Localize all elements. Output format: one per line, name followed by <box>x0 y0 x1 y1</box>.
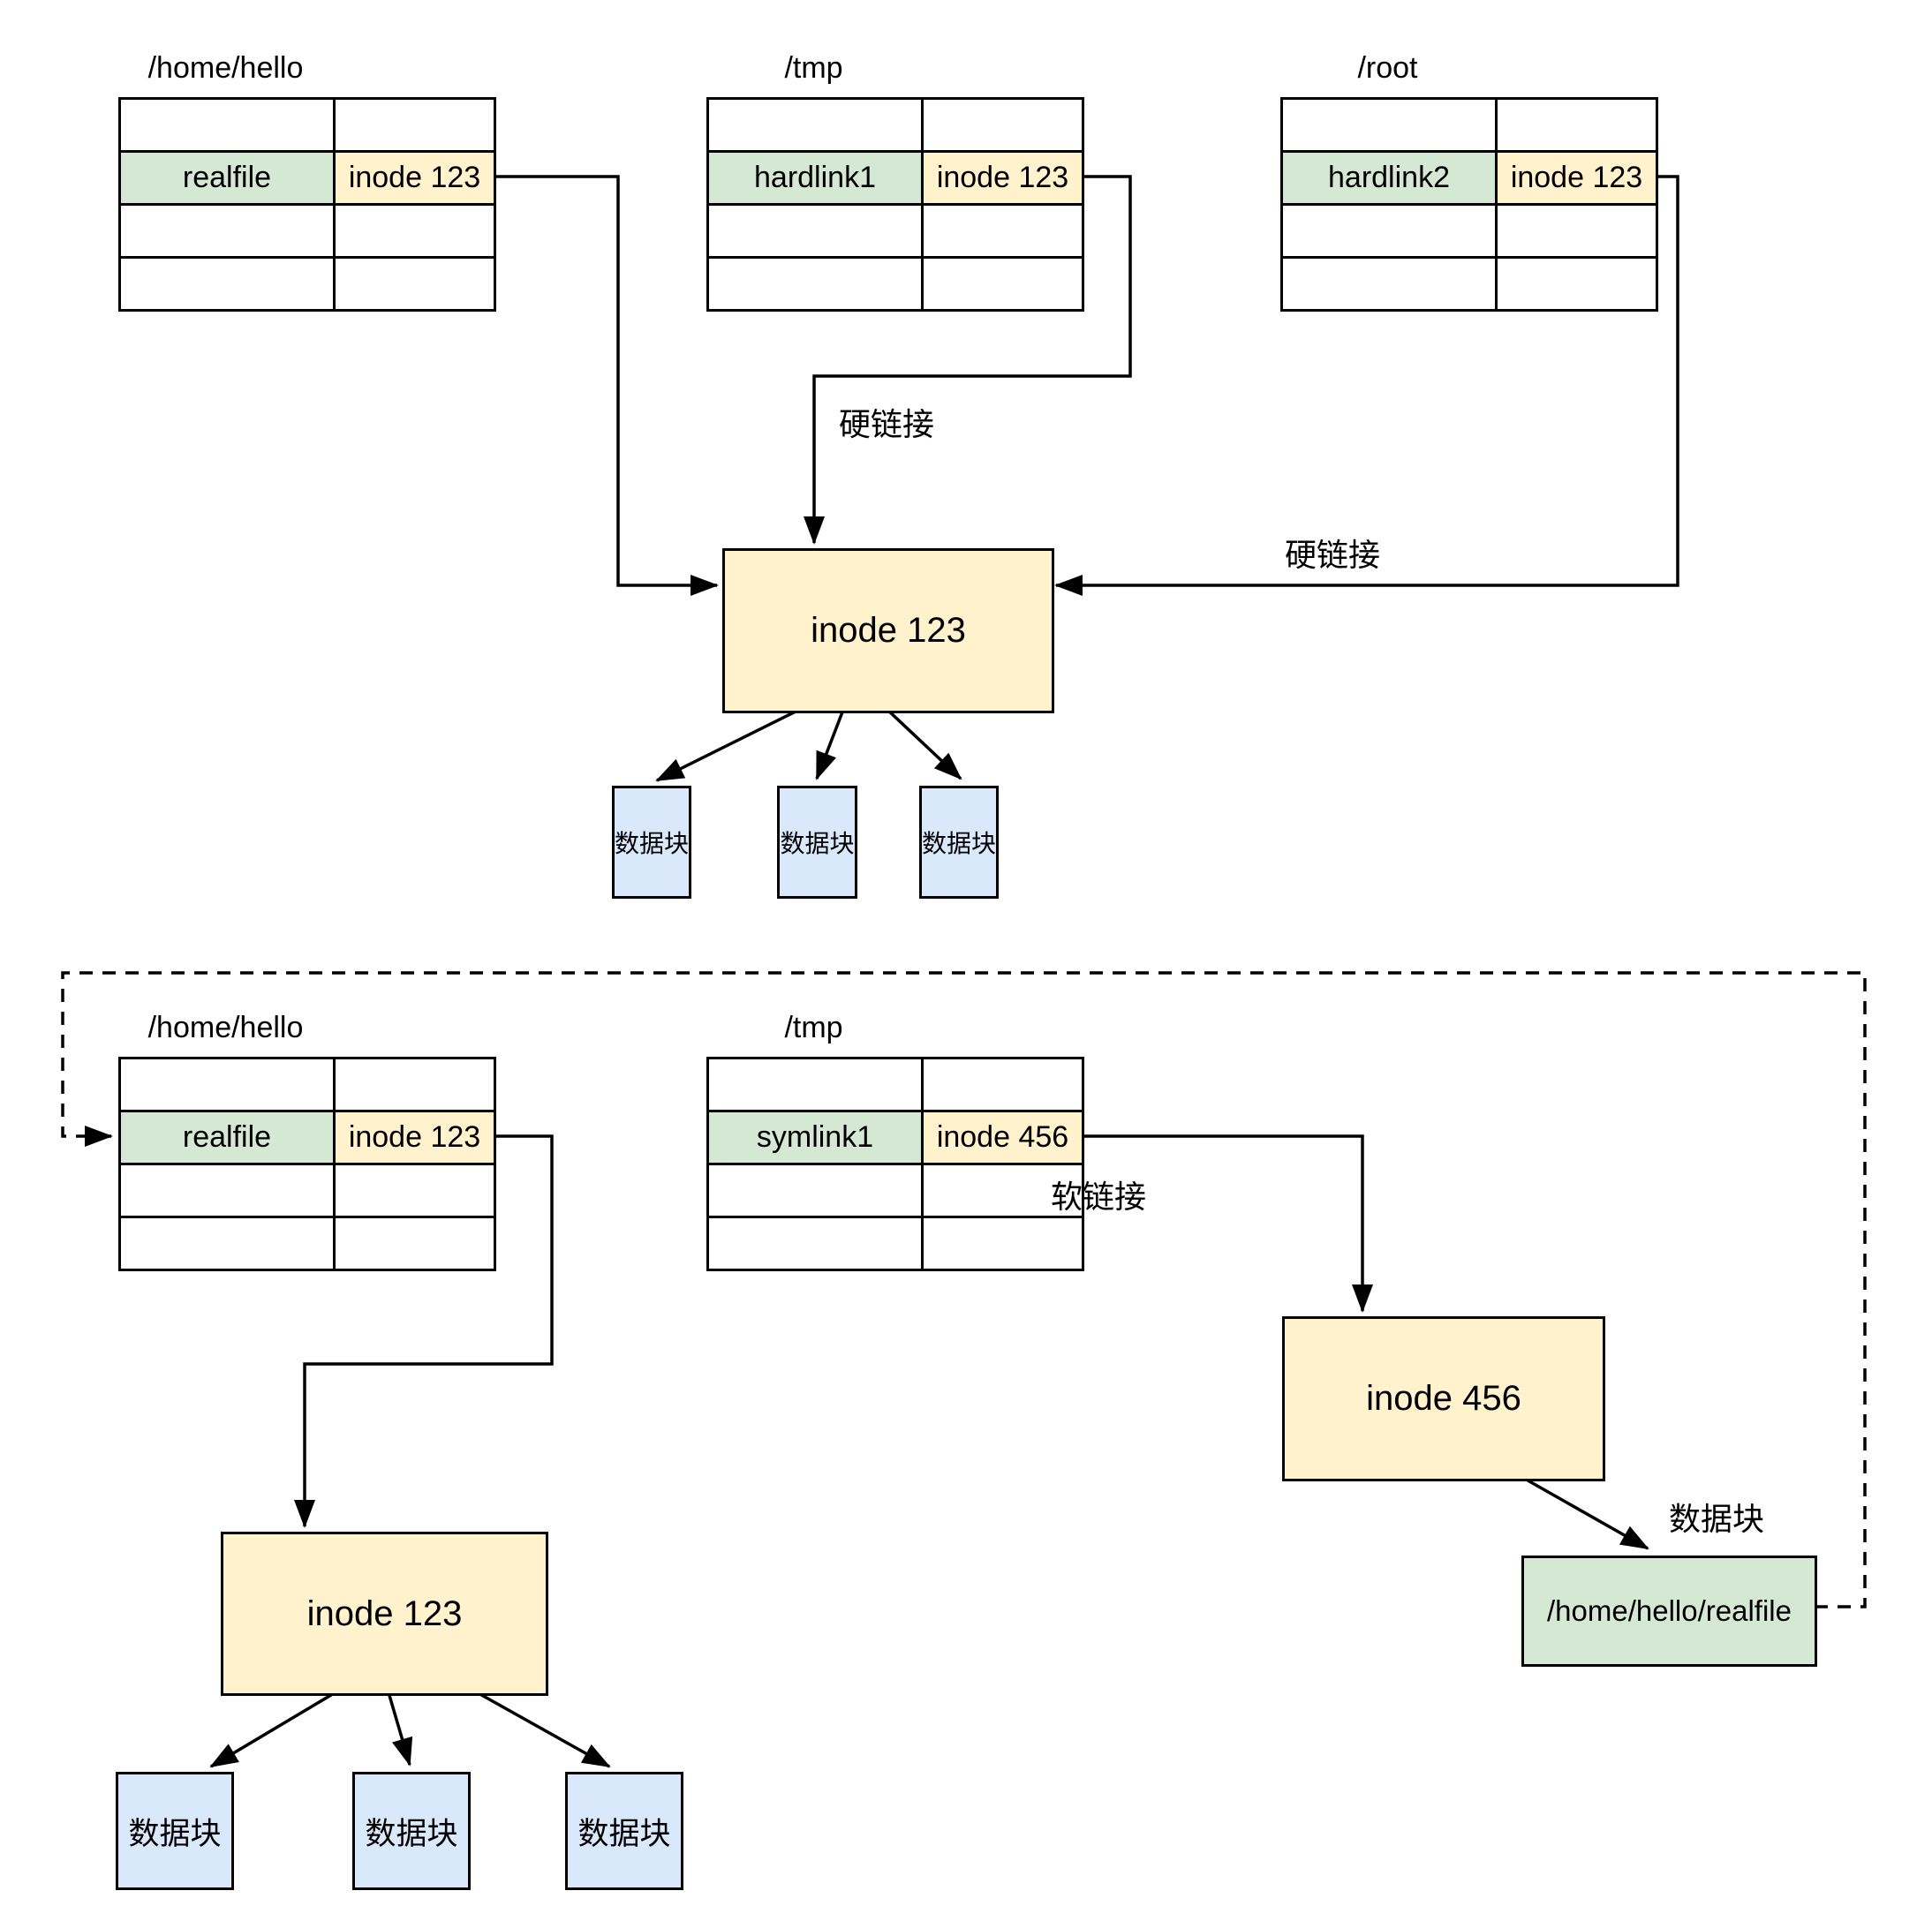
table-title: /home/hello <box>147 1011 304 1044</box>
table-cell <box>709 1165 924 1218</box>
entry-name-cell: realfile <box>121 153 336 206</box>
table-cell <box>924 1218 1084 1271</box>
table-cell <box>121 259 336 312</box>
directory-table-tmp-bottom: /tmp symlink1 inode 456 <box>706 1011 1084 1271</box>
table-cell <box>924 206 1084 259</box>
table-grid: realfile inode 123 <box>118 1057 496 1271</box>
data-block: 数据块 <box>919 786 999 899</box>
table-grid: symlink1 inode 456 <box>706 1057 1084 1271</box>
data-block: 数据块 <box>352 1772 471 1890</box>
arrow-hardlink2-to-inode123 <box>1054 175 1679 596</box>
directory-table-tmp-top: /tmp hardlink1 inode 123 <box>706 51 1084 312</box>
table-cell <box>336 259 496 312</box>
dashed-symlink-resolution-path <box>61 971 1867 1608</box>
table-grid: hardlink1 inode 123 <box>706 97 1084 312</box>
table-cell <box>924 259 1084 312</box>
arrow-hardlink1-to-inode123 <box>804 175 1132 545</box>
arrow-inode123-to-datablock3 <box>886 708 962 780</box>
table-title: /tmp <box>784 51 843 85</box>
table-cell <box>336 206 496 259</box>
inode-456-box: inode 456 <box>1282 1316 1605 1481</box>
table-cell <box>336 1165 496 1218</box>
inode-123-box-top: inode 123 <box>722 548 1054 713</box>
data-block: 数据块 <box>116 1772 234 1890</box>
table-cell <box>1283 259 1498 312</box>
table-title: /tmp <box>784 1011 843 1044</box>
entry-name-cell: symlink1 <box>709 1112 924 1165</box>
table-cell <box>336 100 496 153</box>
table-cell <box>709 1218 924 1271</box>
table-cell <box>1498 100 1658 153</box>
table-cell <box>121 1059 336 1112</box>
table-cell <box>121 206 336 259</box>
table-grid: realfile inode 123 <box>118 97 496 312</box>
arrow-inode456-to-realfilepath <box>1522 1476 1649 1550</box>
table-cell <box>1498 206 1658 259</box>
entry-name-cell: hardlink2 <box>1283 153 1498 206</box>
table-cell <box>709 1059 924 1112</box>
table-cell <box>1283 206 1498 259</box>
data-block: 数据块 <box>777 786 857 899</box>
entry-name-cell: hardlink1 <box>709 153 924 206</box>
table-cell <box>336 1059 496 1112</box>
arrow-inode123b-to-datablock1 <box>209 1691 336 1768</box>
table-cell <box>121 1218 336 1271</box>
datablock-annotation-label: 数据块 <box>1669 1501 1765 1537</box>
hardlink-label-2: 硬链接 <box>1285 537 1381 573</box>
table-cell <box>1498 259 1658 312</box>
hardlink-label-1: 硬链接 <box>839 406 935 442</box>
table-grid: hardlink2 inode 123 <box>1280 97 1658 312</box>
table-cell <box>924 100 1084 153</box>
arrow-symlink1-to-inode456 <box>1082 1134 1373 1313</box>
table-cell <box>121 1165 336 1218</box>
directory-table-home-hello-bottom: /home/hello realfile inode 123 <box>118 1011 496 1271</box>
table-title: /home/hello <box>147 51 304 85</box>
data-block: 数据块 <box>612 786 691 899</box>
arrow-realfile-to-inode123 <box>494 175 719 596</box>
entry-inode-cell: inode 456 <box>924 1112 1084 1165</box>
table-cell <box>709 100 924 153</box>
directory-table-home-hello-top: /home/hello realfile inode 123 <box>118 51 496 312</box>
table-cell <box>924 1059 1084 1112</box>
entry-inode-cell: inode 123 <box>924 153 1084 206</box>
table-cell <box>121 100 336 153</box>
table-cell <box>709 206 924 259</box>
softlink-label: 软链接 <box>1051 1179 1147 1215</box>
directory-table-root-top: /root hardlink2 inode 123 <box>1280 51 1658 312</box>
table-cell <box>709 259 924 312</box>
arrow-realfile2-to-inode123 <box>294 1134 554 1528</box>
arrow-inode123b-to-datablock3 <box>476 1691 611 1768</box>
entry-inode-cell: inode 123 <box>336 1112 496 1165</box>
entry-name-cell: realfile <box>121 1112 336 1165</box>
realfile-path-box: /home/hello/realfile <box>1521 1556 1817 1667</box>
arrow-inode123b-to-datablock2 <box>387 1691 413 1767</box>
table-cell <box>924 1165 1084 1218</box>
entry-inode-cell: inode 123 <box>1498 153 1658 206</box>
arrow-inode123-to-datablock1 <box>655 708 800 782</box>
table-cell <box>336 1218 496 1271</box>
arrow-inode123-to-datablock2 <box>815 709 845 780</box>
table-title: /root <box>1357 51 1418 85</box>
inode-123-box-bottom: inode 123 <box>221 1532 548 1696</box>
data-block: 数据块 <box>565 1772 683 1890</box>
entry-inode-cell: inode 123 <box>336 153 496 206</box>
table-cell <box>1283 100 1498 153</box>
